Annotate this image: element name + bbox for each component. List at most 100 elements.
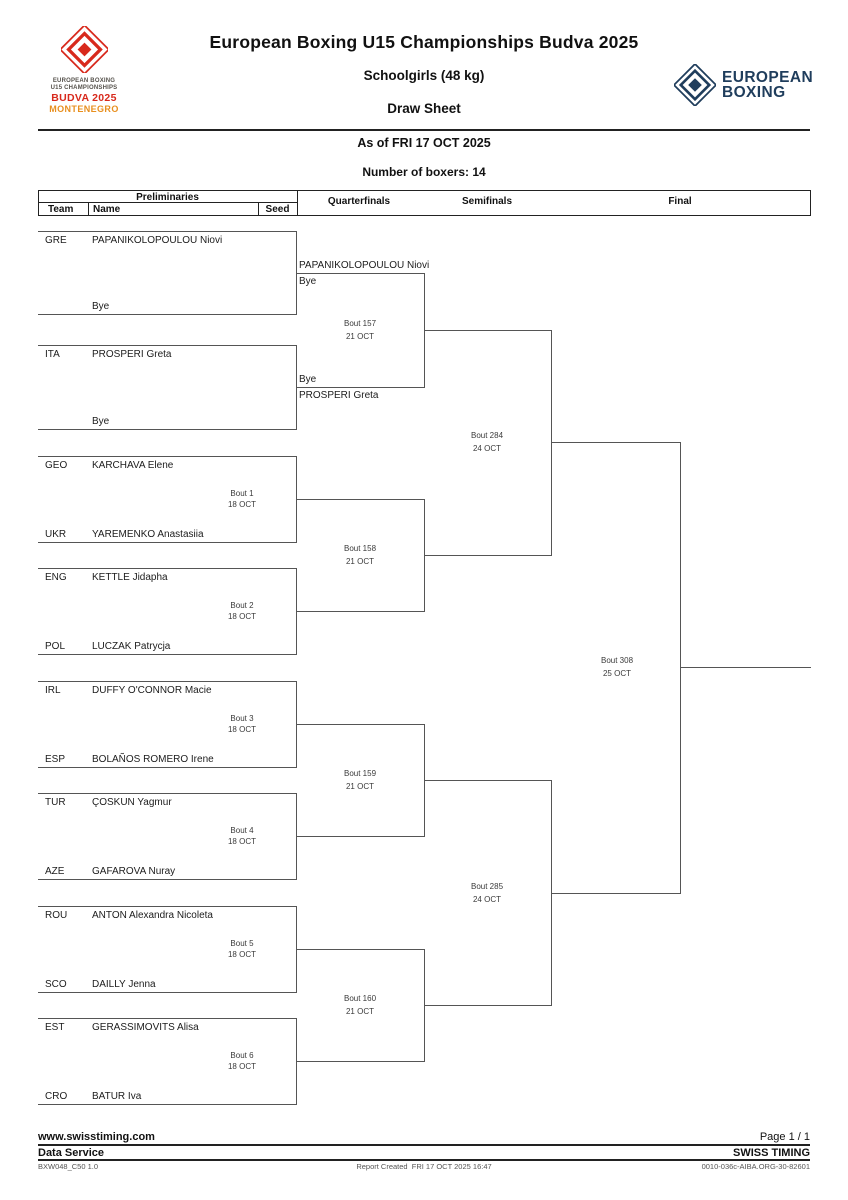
column-header-preliminaries: Preliminaries <box>136 191 199 203</box>
bout-number: Bout 285 <box>470 881 504 891</box>
boxer-count: Number of boxers: 14 <box>362 165 486 179</box>
bout-date: 18 OCT <box>227 950 256 959</box>
boxer-team: SCO <box>45 979 67 990</box>
boxer-name: LUCZAK Patrycja <box>92 641 171 652</box>
prelim-pair-top-line <box>38 681 297 682</box>
sf-slot-line <box>424 555 552 556</box>
footer-data-service: Data Service <box>38 1146 105 1159</box>
bout-date: 21 OCT <box>345 557 374 566</box>
federation-logo-text: EUROPEAN BOXING <box>722 69 814 101</box>
as-of-date: As of FRI 17 OCT 2025 <box>357 136 491 150</box>
footer-right-code: 0010-036c-AIBA.ORG-30-82601 <box>701 1162 810 1171</box>
boxer-team: TUR <box>45 797 66 808</box>
bout-number: Bout 5 <box>230 939 254 948</box>
weight-category: Schoolgirls (48 kg) <box>363 68 485 83</box>
qf-slot-line <box>296 272 425 274</box>
boxer-name: KETTLE Jidapha <box>92 572 168 583</box>
tournament-logo-budva: BUDVA 2025 <box>51 92 117 104</box>
table-divider-team <box>88 202 89 216</box>
boxer-name: YAREMENKO Anastasiia <box>92 529 204 540</box>
qf-slot-line <box>296 724 425 725</box>
table-border-right <box>810 190 811 216</box>
bout-date: 21 OCT <box>345 1007 374 1016</box>
bout-date: 18 OCT <box>227 1062 256 1071</box>
column-header-seed: Seed <box>265 203 290 215</box>
boxer-name: BATUR Iva <box>92 1091 142 1102</box>
bout-number: Bout 284 <box>470 431 504 441</box>
qf-slot-line <box>296 949 425 950</box>
footer-brand: SWISS TIMING <box>733 1146 810 1159</box>
boxer-team: CRO <box>45 1091 68 1102</box>
qf-slot-line <box>296 387 425 388</box>
prelim-pair-bottom-line <box>38 767 297 768</box>
prelim-pair-top-line <box>38 793 297 794</box>
column-header-final: Final <box>668 196 692 207</box>
boxer-team: POL <box>45 641 66 652</box>
bout-date: 18 OCT <box>227 500 256 509</box>
table-border-top <box>38 190 811 191</box>
boxer-name: Bye <box>92 301 110 312</box>
prelim-pair-bottom-line <box>38 654 297 655</box>
prelim-pair-top-line <box>38 1018 297 1019</box>
bout-date: 24 OCT <box>472 444 501 454</box>
bout-number: Bout 158 <box>343 544 377 553</box>
boxer-name: KARCHAVA Elene <box>92 460 174 471</box>
prelim-pair-top-line <box>38 456 297 457</box>
footer-report-created: Report Created FRI 17 OCT 2025 16:47 <box>356 1162 492 1171</box>
table-border-left <box>38 190 39 216</box>
final-slot-line <box>551 442 681 444</box>
boxer-name: DUFFY O'CONNOR Macie <box>92 685 212 696</box>
qf-slot-line <box>296 499 425 500</box>
bout-number: Bout 2 <box>230 601 254 610</box>
prelim-pair-bottom-line <box>38 314 297 315</box>
qf-advancer-name: PROSPERI Greta <box>299 390 379 401</box>
table-divider-prelim <box>38 202 297 203</box>
table-border-bottom <box>38 215 811 216</box>
prelim-pair-bottom-line <box>38 429 297 430</box>
tournament-logo-montenegro: MONTENEGRO <box>49 104 119 114</box>
column-header-quarterfinals: Quarterfinals <box>327 196 391 207</box>
final-slot-line <box>551 892 681 894</box>
boxer-team: AZE <box>45 866 65 877</box>
boxer-name: DAILLY Jenna <box>92 979 156 990</box>
boxer-team: GEO <box>45 460 68 471</box>
footer-website: www.swisstiming.com <box>38 1131 155 1143</box>
footer-line-2 <box>38 1158 810 1161</box>
bout-number: Bout 159 <box>343 769 377 778</box>
boxer-team: GRE <box>45 235 67 246</box>
bout-date: 21 OCT <box>345 331 374 341</box>
bout-number: Bout 4 <box>230 826 254 835</box>
boxer-team: UKR <box>45 529 67 540</box>
bout-date: 18 OCT <box>227 612 256 621</box>
sf-slot-line <box>424 780 552 781</box>
bout-number: Bout 308 <box>600 656 634 666</box>
boxer-team: ESP <box>45 754 66 765</box>
header-separator-line <box>38 129 810 131</box>
prelim-pair-top-line <box>38 568 297 569</box>
qf-advancer-name: Bye <box>299 374 317 385</box>
boxer-team: ENG <box>45 572 67 583</box>
boxer-team: EST <box>45 1022 65 1033</box>
prelim-pair-bottom-line <box>38 1104 297 1105</box>
sf-slot-line <box>424 329 552 331</box>
boxer-team: IRL <box>45 685 61 696</box>
federation-logo-text-line1: EUROPEAN <box>722 69 814 86</box>
prelim-pair-top-line <box>38 906 297 907</box>
footer-doc-code: BXW048_C50 1.0 <box>38 1162 99 1171</box>
column-header-name: Name <box>93 203 121 215</box>
bout-date: 21 OCT <box>345 782 374 791</box>
prelim-pair-bottom-line <box>38 992 297 993</box>
bout-date: 25 OCT <box>602 669 631 679</box>
boxer-name: ANTON Alexandra Nicoleta <box>92 910 213 921</box>
prelim-pair-bottom-line <box>38 879 297 880</box>
bout-number: Bout 6 <box>230 1051 254 1060</box>
prelim-pair-top-line <box>38 231 297 232</box>
tournament-logo-text-1: EUROPEAN BOXING <box>52 78 116 84</box>
boxer-name: PROSPERI Greta <box>92 349 172 360</box>
tournament-logo: EUROPEAN BOXING U15 CHAMPIONSHIPS BUDVA … <box>38 24 130 114</box>
page-title: European Boxing U15 Championships Budva … <box>209 32 639 52</box>
boxer-name: BOLAÑOS ROMERO Irene <box>92 754 214 765</box>
bout-number: Bout 3 <box>230 714 254 723</box>
column-header-semifinals: Semifinals <box>461 196 513 207</box>
